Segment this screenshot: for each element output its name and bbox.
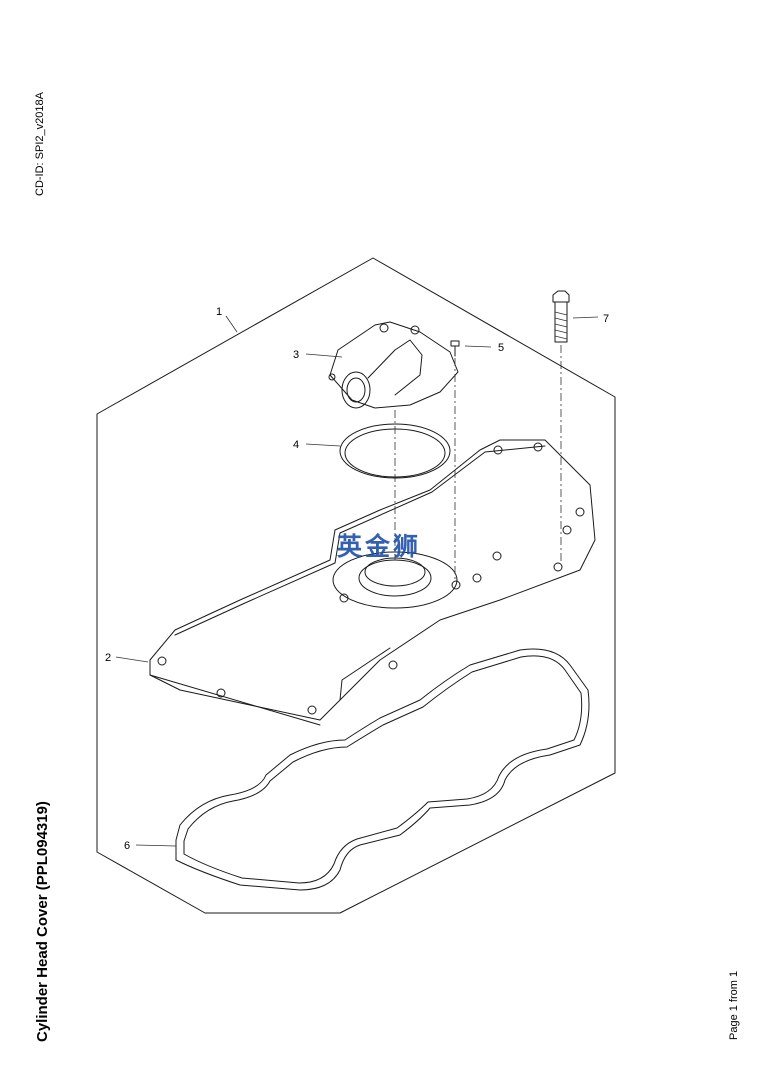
separator-part: [328, 321, 459, 409]
screw-part: [450, 340, 460, 357]
assembly-outline: [96, 257, 616, 914]
callout-5: 5: [498, 342, 504, 354]
callout-1: 1: [216, 306, 222, 318]
callout-7: 7: [603, 313, 609, 325]
callout-6: 6: [124, 840, 130, 852]
callout-3: 3: [293, 349, 299, 361]
callout-2: 2: [105, 652, 111, 664]
gasket-part: [175, 648, 590, 891]
bolt-part: [552, 290, 570, 343]
cover-part: [149, 439, 596, 726]
watermark: 英金狮: [337, 532, 422, 561]
callout-4: 4: [293, 439, 299, 451]
